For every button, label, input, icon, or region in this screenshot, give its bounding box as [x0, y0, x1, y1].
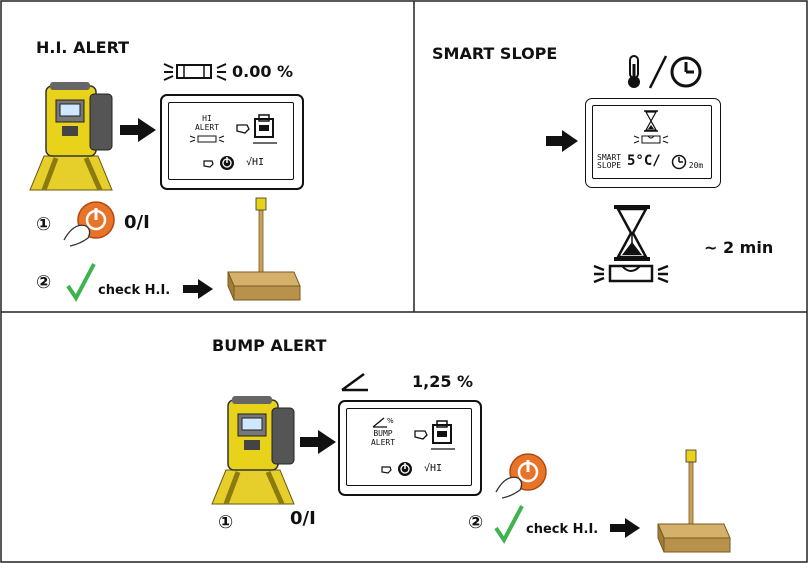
- lcd-tilt-percent-icon: %: [372, 417, 394, 428]
- bump-alert-tilt-value: 1,25 %: [412, 372, 474, 391]
- tilt-angle-icon: [341, 372, 368, 392]
- step2-number: ②: [468, 512, 484, 533]
- laser-device-icon: [29, 82, 113, 192]
- laser-device-icon: [211, 396, 295, 506]
- finger-power-button-icon: [63, 201, 115, 247]
- lcd-check-hi: √HI: [423, 463, 443, 474]
- bump-alert-lcd: % BUMP ALERT √HI: [338, 400, 482, 496]
- step1-number: ①: [36, 214, 52, 235]
- lcd-smart-text: SMART: [597, 153, 622, 162]
- settle-duration: ~ 2 min: [704, 238, 774, 257]
- lcd-time: 20m: [688, 161, 704, 170]
- bump-alert-title: BUMP ALERT: [212, 336, 327, 355]
- checkmark-icon: [66, 263, 96, 302]
- check-hi-label: check H.I.: [98, 283, 171, 298]
- lcd-hourglass-icon: [644, 110, 658, 132]
- step2-number: ②: [36, 272, 52, 293]
- step1-number: ①: [218, 512, 234, 533]
- level-vial-icon: [593, 264, 669, 284]
- lcd-hand-device-icon: [414, 420, 455, 450]
- checkmark-icon: [494, 505, 524, 544]
- on-off-label: 0/I: [124, 212, 150, 233]
- arrow-right-icon: [120, 118, 156, 142]
- hi-alert-title: H.I. ALERT: [36, 38, 130, 57]
- lcd-alert-text: ALERT: [370, 438, 396, 447]
- finger-power-button-icon: [495, 453, 547, 499]
- lcd-slope-text: SLOPE: [597, 161, 622, 170]
- lcd-power-icon: [203, 156, 234, 170]
- grade-stake-icon: [657, 449, 731, 553]
- lcd-alert-text: ALERT: [194, 123, 220, 132]
- lcd-power-icon: [381, 462, 412, 476]
- smart-slope-lcd: SMART SLOPE 5°C/ 20m: [585, 98, 721, 188]
- lcd-vial-icon: [189, 135, 225, 143]
- hi-alert-lcd: HI ALERT √HI: [160, 94, 304, 190]
- lcd-hi-text: HI: [202, 114, 212, 123]
- svg-text:%: %: [387, 417, 394, 425]
- lcd-hand-device-icon: [236, 114, 277, 144]
- lcd-bump-text: BUMP: [373, 429, 393, 438]
- check-hi-label: check H.I.: [526, 522, 599, 537]
- lcd-clock-icon: [671, 154, 687, 170]
- arrow-right-icon: [546, 130, 578, 152]
- thermometer-clock-icon: [628, 55, 702, 89]
- lcd-vial-icon: [633, 135, 669, 144]
- arrow-right-icon: [300, 430, 336, 454]
- hi-alert-tilt-value: 0.00 %: [232, 62, 294, 81]
- lcd-screen: HI ALERT √HI: [168, 102, 294, 180]
- hourglass-icon: [614, 205, 650, 261]
- lcd-temperature: 5°C/: [627, 153, 661, 169]
- arrow-right-small-icon: [610, 518, 640, 538]
- lcd-screen: % BUMP ALERT √HI: [346, 408, 472, 486]
- smart-slope-title: SMART SLOPE: [432, 44, 558, 63]
- arrow-right-small-icon: [183, 279, 213, 299]
- grade-stake-icon: [227, 197, 301, 301]
- lcd-screen: SMART SLOPE 5°C/ 20m: [592, 105, 712, 179]
- on-off-label: 0/I: [290, 508, 316, 529]
- lcd-check-hi: √HI: [245, 157, 265, 168]
- level-vial-icon: [163, 63, 227, 81]
